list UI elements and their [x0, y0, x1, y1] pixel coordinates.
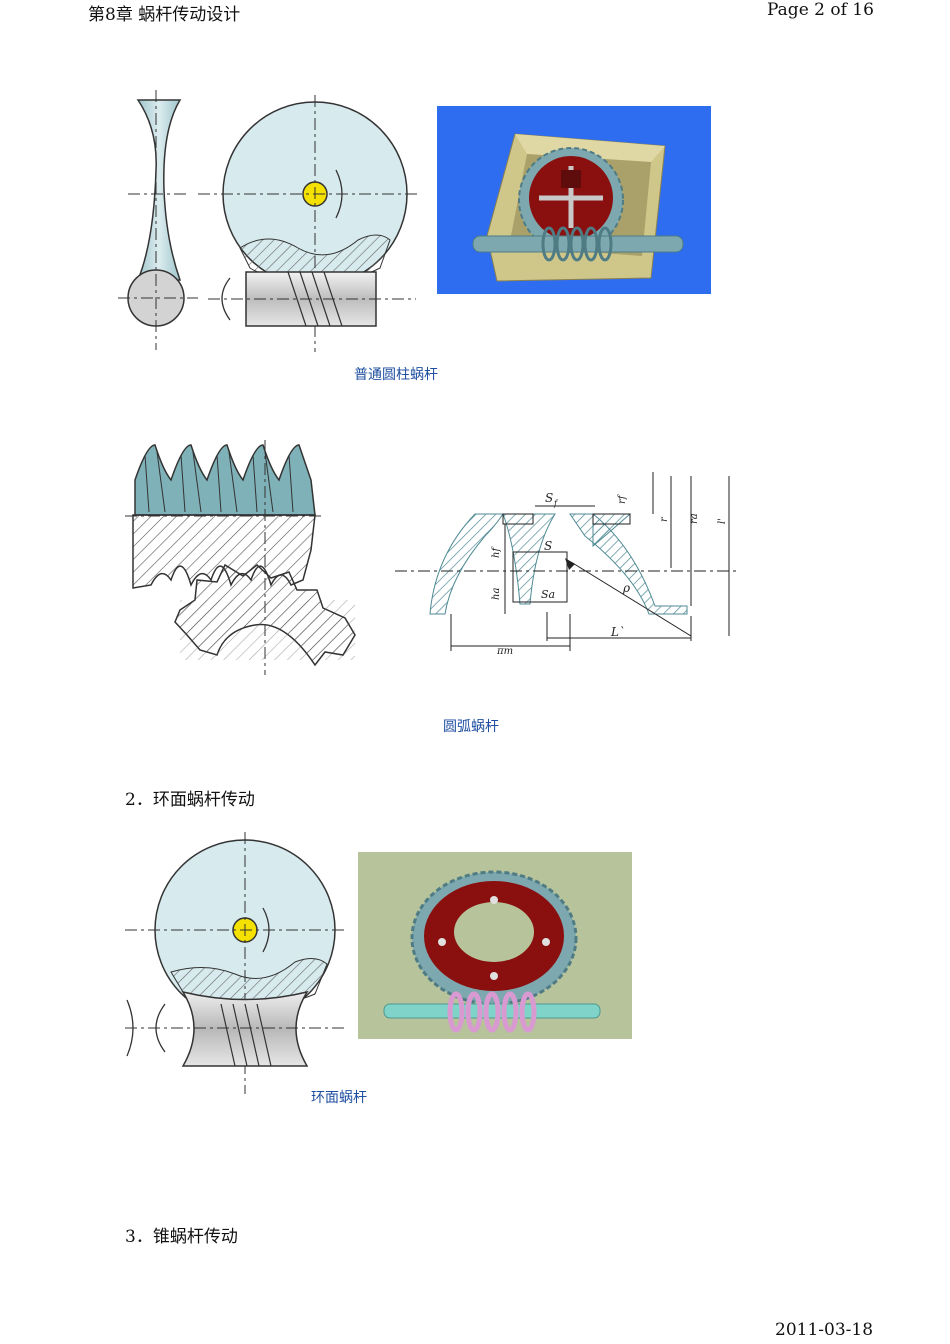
label-hf: hf	[491, 546, 502, 558]
label-pi-m: πm	[496, 646, 513, 657]
label-ha: ha	[491, 588, 502, 600]
cylindrical-worm-render	[437, 106, 711, 294]
label-s: S	[544, 539, 552, 553]
section-heading: 3．锥蜗杆传动	[125, 1227, 238, 1247]
chapter-title: 第8章 蜗杆传动设计	[88, 5, 241, 25]
toroidal-worm-drawing	[125, 832, 347, 1094]
cylindrical-worm-drawing	[118, 90, 418, 352]
footer-date: 2011-03-18	[775, 1320, 874, 1340]
label-sf-subscript: f	[553, 499, 559, 508]
label-sa: Sa	[541, 588, 555, 601]
toroidal-worm-render	[358, 852, 632, 1039]
figure-caption: 圆弧蜗杆	[443, 719, 499, 735]
label-r: r	[659, 516, 670, 522]
section-heading: 2．环面蜗杆传动	[125, 790, 255, 810]
label-l1: l'	[717, 518, 728, 524]
arc-worm-profile-drawing: S f S Sa ρ L` πm hf ha rf r ra l'	[395, 472, 740, 657]
page-indicator: Page 2 of 16	[767, 0, 874, 20]
label-rho: ρ	[622, 581, 630, 595]
figure-caption: 普通圆柱蜗杆	[354, 367, 438, 383]
label-sf: S	[545, 491, 553, 505]
label-rf: rf	[617, 493, 628, 504]
label-ra: ra	[689, 513, 700, 524]
figure-caption: 环面蜗杆	[311, 1090, 367, 1106]
arc-worm-gear-drawing	[125, 440, 356, 675]
label-l-prime: L`	[610, 625, 625, 639]
